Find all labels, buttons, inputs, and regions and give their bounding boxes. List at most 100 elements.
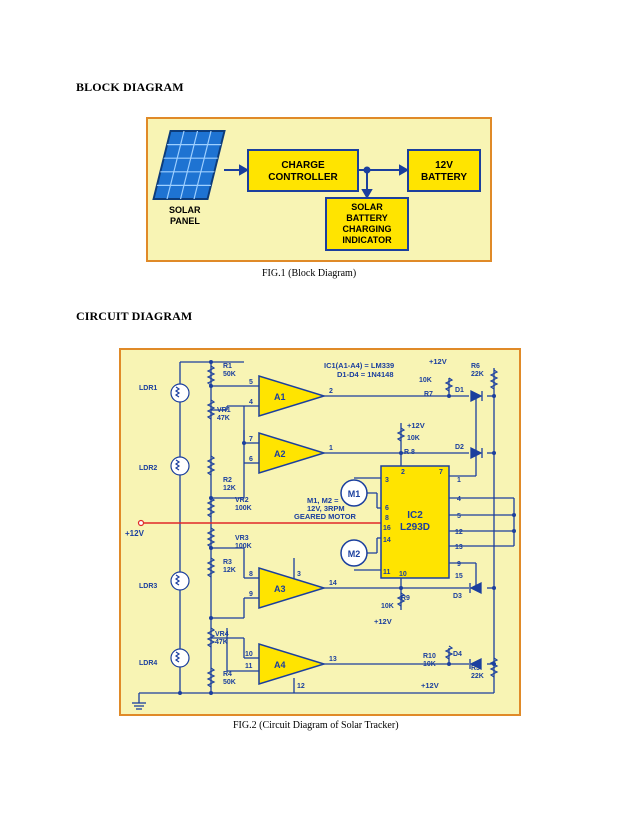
r5-label: R5 — [471, 665, 480, 672]
ic2-pin-5: 5 — [457, 513, 461, 520]
r4-value: 50K — [223, 679, 236, 686]
a4-label: A4 — [274, 660, 286, 670]
r10-label: R10 — [423, 653, 436, 660]
ic2-pin-13: 13 — [455, 544, 463, 551]
a2-pin-minus: 6 — [249, 456, 253, 463]
diode-d3 — [469, 581, 482, 595]
ic2-pin-6: 6 — [385, 505, 389, 512]
opamp-a2 — [258, 431, 327, 475]
fig2-caption: FIG.2 (Circuit Diagram of Solar Tracker) — [233, 720, 399, 731]
r10-supply-label: +12V — [421, 681, 439, 690]
ic2-pin-9: 9 — [457, 561, 461, 568]
r8-label: R 8 — [404, 449, 415, 456]
r2-label: R2 — [223, 477, 232, 484]
ic2-label-1: IC2 — [407, 510, 423, 521]
ic2-pin-3: 3 — [385, 477, 389, 484]
diode-note: D1-D4 = 1N4148 — [337, 370, 394, 379]
motor-note-3: GEARED MOTOR — [294, 512, 357, 521]
diode-d1 — [470, 389, 483, 403]
r1-value: 50K — [223, 371, 236, 378]
ldr4-label: LDR4 — [139, 660, 157, 667]
vr2-label: VR2 — [235, 497, 249, 504]
d4-label: D4 — [453, 651, 462, 658]
r10-value: 10K — [423, 661, 436, 668]
battery-label-1: 12V — [435, 160, 453, 171]
a1-pin-plus: 5 — [249, 379, 253, 386]
ldr2-label: LDR2 — [139, 465, 157, 472]
a3-pin-out: 14 — [329, 580, 337, 587]
d2-label: D2 — [455, 444, 464, 451]
resistor-symbols — [206, 365, 499, 688]
r4-label: R4 — [223, 671, 232, 678]
opamp-a4 — [258, 642, 327, 686]
r2-value: 12K — [223, 485, 236, 492]
a3-pin-vcc: 3 — [297, 571, 301, 578]
battery-block — [407, 149, 481, 192]
diode-symbols — [469, 389, 483, 671]
m2-label: M2 — [348, 549, 361, 559]
r7-label: R7 — [424, 391, 433, 398]
ic2-pin-4: 4 — [457, 496, 461, 503]
ldr1-label: LDR1 — [139, 385, 157, 392]
opamp-a3 — [258, 566, 327, 610]
r8-supply-label: +12V — [407, 421, 425, 430]
motor-symbols — [340, 479, 368, 567]
a4-pin-out: 13 — [329, 656, 337, 663]
vr2-value: 100K — [235, 505, 252, 512]
vr1-value: 47K — [217, 415, 230, 422]
r6-label: R6 — [471, 363, 480, 370]
ldr-symbols — [170, 383, 190, 668]
charge-controller-label-2: CONTROLLER — [268, 172, 338, 183]
indicator-label-4: INDICATOR — [342, 235, 392, 245]
ic2-pin-10: 10 — [399, 571, 407, 578]
ic2-pin-12: 12 — [455, 529, 463, 536]
a4-pin-gnd: 12 — [297, 683, 305, 690]
a2-pin-out: 1 — [329, 445, 333, 452]
r9-supply-label: +12V — [374, 617, 392, 626]
vr4-label: VR4 — [215, 631, 229, 638]
a4-pin-minus: 10 — [245, 651, 253, 658]
r5-value: 22K — [471, 673, 484, 680]
block-diagram-figure: SOLAR PANEL CHARGE CONTROLLER 12V BATTER… — [146, 117, 492, 262]
a3-pin-plus: 9 — [249, 591, 253, 598]
d1-label: D1 — [455, 387, 464, 394]
r3-label: R3 — [223, 559, 232, 566]
indicator-label-3: CHARGING — [343, 224, 392, 234]
vr3-value: 100K — [235, 543, 252, 550]
battery-label-2: BATTERY — [421, 172, 467, 183]
m1-label: M1 — [348, 489, 361, 499]
motor-m2 — [340, 539, 368, 567]
top-supply-label: +12V — [429, 357, 447, 366]
block-arrows — [224, 164, 410, 200]
a2-pin-plus: 7 — [249, 436, 253, 443]
r6-value: 22K — [471, 371, 484, 378]
supply-label: +12V — [125, 529, 145, 538]
junction-dots — [178, 360, 516, 695]
a1-label: A1 — [274, 392, 286, 402]
block-diagram-heading: BLOCK DIAGRAM — [76, 80, 184, 94]
diode-d4 — [469, 657, 482, 671]
ic2-pin-16: 16 — [383, 525, 391, 532]
ic2-pin-11: 11 — [383, 569, 391, 576]
vr4-value: 47K — [215, 639, 228, 646]
a3-pin-minus: 8 — [249, 571, 253, 578]
fig1-caption: FIG.1 (Block Diagram) — [262, 268, 357, 279]
vr1-label: VR1 — [217, 407, 231, 414]
circuit-wiring — [132, 361, 515, 710]
ic2-pin-15: 15 — [455, 573, 463, 580]
r8-value: 10K — [407, 435, 420, 442]
solar-panel-label-2: PANEL — [170, 216, 200, 226]
motor-m1 — [340, 479, 368, 507]
charge-controller-block — [247, 149, 359, 192]
ldr3-label: LDR3 — [139, 583, 157, 590]
r7-value: 10K — [419, 377, 432, 384]
a1-pin-out: 2 — [329, 388, 333, 395]
solar-panel-icon — [152, 130, 226, 200]
indicator-block — [325, 197, 409, 251]
r9-label: R9 — [401, 595, 410, 602]
ic1-note: IC1(A1-A4) = LM339 — [324, 361, 394, 370]
diode-d2 — [470, 446, 483, 460]
ic2-pin-14: 14 — [383, 537, 391, 544]
opamp-a1 — [258, 374, 327, 418]
motor-note-1: M1, M2 = — [307, 496, 339, 505]
